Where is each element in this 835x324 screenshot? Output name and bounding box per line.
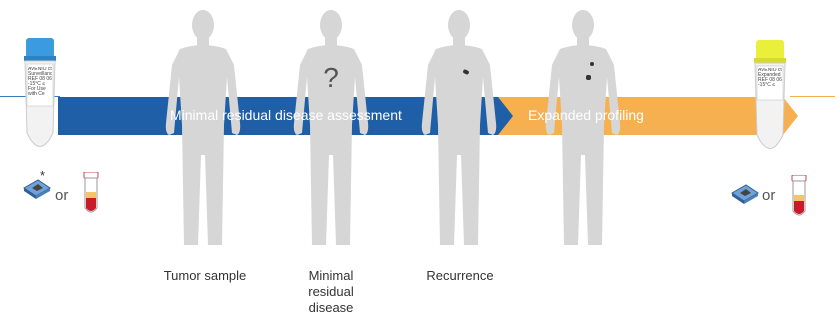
blood-tube-icon-right: [791, 175, 807, 216]
patient-figure-4: [540, 5, 626, 245]
surveillance-kit-label: AVENIO ctD Surveillanc REF 08 061 -15°C …: [28, 67, 52, 97]
recurrence-label: Recurrence: [426, 268, 494, 283]
left-or-text: or: [55, 187, 69, 204]
tissue-slide-icon: [23, 179, 51, 199]
asterisk-marker: *: [40, 168, 46, 183]
surveillance-kit-tube: [24, 38, 56, 147]
tumor-spot-2a: [590, 62, 594, 66]
tissue-slide-icon-right: [731, 184, 759, 204]
patient-figure-2: [288, 5, 374, 245]
tumor-sample-label: Tumor sample: [163, 268, 247, 283]
patient-figure-1: [160, 5, 246, 245]
expanded-profiling-label: Expanded profiling: [528, 107, 644, 123]
minimal-residual-disease-label: Minimal residual disease: [308, 268, 354, 315]
mrd-assessment-label: Minimal residual disease assessment: [170, 107, 402, 123]
right-or-text: or: [762, 187, 776, 204]
blood-tube-icon: [83, 172, 99, 213]
timeline-line-right: [790, 96, 835, 97]
expanded-kit-label: AVENIO ctD Expanded K REF 08 061 -15°C ≤: [758, 68, 782, 88]
patient-figure-3: [416, 5, 502, 245]
question-mark-marker: ?: [323, 62, 339, 93]
expanded-kit-tube: [754, 40, 786, 149]
tumor-spot-2b: [586, 75, 591, 80]
